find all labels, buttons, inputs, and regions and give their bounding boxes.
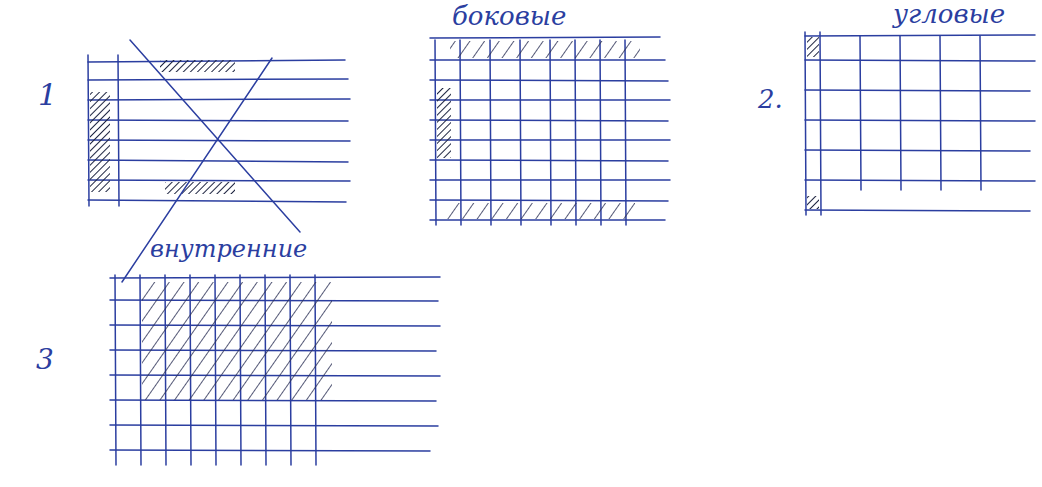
handwritten-label: 1 <box>38 78 57 111</box>
corner-cells-grid <box>805 32 1035 215</box>
handwritten-label: боковые <box>452 2 566 31</box>
handwritten-label: 2. <box>758 85 783 114</box>
handwritten-label: внутренние <box>150 236 307 262</box>
handwritten-label: угловые <box>893 0 1005 29</box>
crossed-grid <box>88 40 350 282</box>
side-cells-grid <box>430 37 670 225</box>
inner-cells-grid <box>110 275 440 465</box>
handwritten-label: 3 <box>36 345 54 376</box>
